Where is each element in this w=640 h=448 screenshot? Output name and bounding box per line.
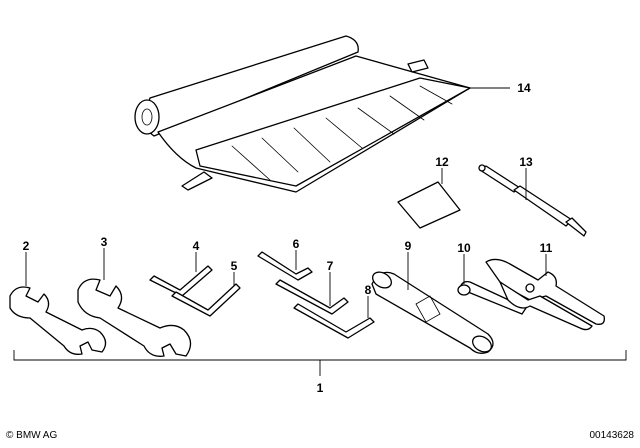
hex-key-6	[257, 251, 313, 281]
callout-8: 8	[365, 283, 372, 297]
combination-pliers	[485, 258, 605, 331]
hex-key-8	[293, 303, 375, 339]
callout-10: 10	[457, 241, 471, 255]
callout-2: 2	[23, 239, 30, 253]
callout-6: 6	[293, 237, 300, 251]
tommy-bar	[457, 280, 527, 315]
callout-7: 7	[327, 259, 334, 273]
callout-1: 1	[317, 381, 324, 395]
callout-13: 13	[519, 155, 533, 169]
hex-key-7	[275, 279, 349, 315]
copyright-label: © BMW AG	[6, 430, 58, 441]
hex-key-5	[171, 283, 241, 317]
callout-9: 9	[405, 239, 412, 253]
instruction-sheet	[397, 181, 461, 229]
callout-3: 3	[101, 235, 108, 249]
document-id: 00143628	[589, 430, 635, 441]
open-end-wrench-small	[9, 286, 107, 355]
callout-14: 14	[517, 81, 531, 95]
tool-roll-bag	[134, 35, 471, 193]
callout-12: 12	[435, 155, 449, 169]
assembly-bracket	[13, 350, 627, 361]
open-end-wrench-large	[77, 278, 192, 357]
callout-5: 5	[231, 259, 238, 273]
screwdriver	[478, 164, 587, 237]
callout-11: 11	[540, 241, 553, 255]
socket-wrench-tube	[371, 271, 494, 354]
hex-key-4	[149, 265, 213, 297]
callout-4: 4	[193, 239, 200, 253]
